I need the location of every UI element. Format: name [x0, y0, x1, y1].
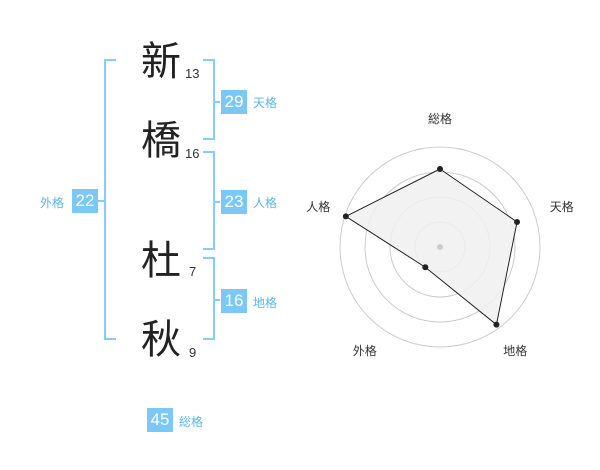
- stroke-count-2: 16: [185, 146, 200, 161]
- jinkaku-label: 人格: [253, 196, 278, 210]
- radar-point-3: [422, 264, 429, 271]
- chikaku-value-badge: 16: [221, 289, 247, 313]
- radar-axis-label-soukaku: 総格: [428, 112, 453, 126]
- radar-chart: [339, 146, 541, 348]
- soukaku-label: 総格: [179, 415, 204, 429]
- name-char-1: 新: [141, 39, 181, 85]
- stroke-count-3: 7: [189, 264, 197, 279]
- radar-point-1: [514, 218, 521, 225]
- gaikaku-value-badge: 22: [72, 189, 98, 213]
- name-char-4: 秋: [141, 317, 181, 363]
- radar-point-0: [437, 166, 443, 172]
- gaikaku-label: 外格: [40, 196, 65, 210]
- radar-series-polygon: [344, 168, 518, 326]
- name-char-2: 橋: [141, 118, 181, 164]
- soukaku-value-badge: 45: [147, 408, 173, 432]
- radar-axis-label-jinkaku: 人格: [306, 200, 331, 215]
- chikaku-label: 地格: [253, 296, 278, 310]
- stroke-count-4: 9: [189, 345, 197, 360]
- radar-axis-label-tenkaku: 天格: [549, 200, 574, 215]
- radar-center-dot: [437, 244, 443, 250]
- tenkaku-label: 天格: [253, 96, 278, 110]
- tenkaku-value-badge: 29: [221, 90, 247, 114]
- stroke-count-1: 13: [185, 66, 200, 81]
- radar-point-2: [493, 321, 500, 328]
- name-char-3: 杜: [141, 238, 181, 284]
- radar-point-4: [342, 213, 349, 220]
- radar-axis-label-chikaku: 地格: [503, 343, 528, 358]
- radar-axis-label-gaikaku: 外格: [352, 343, 377, 358]
- kaku-brackets: [98, 59, 220, 340]
- jinkaku-value-badge: 23: [221, 190, 247, 214]
